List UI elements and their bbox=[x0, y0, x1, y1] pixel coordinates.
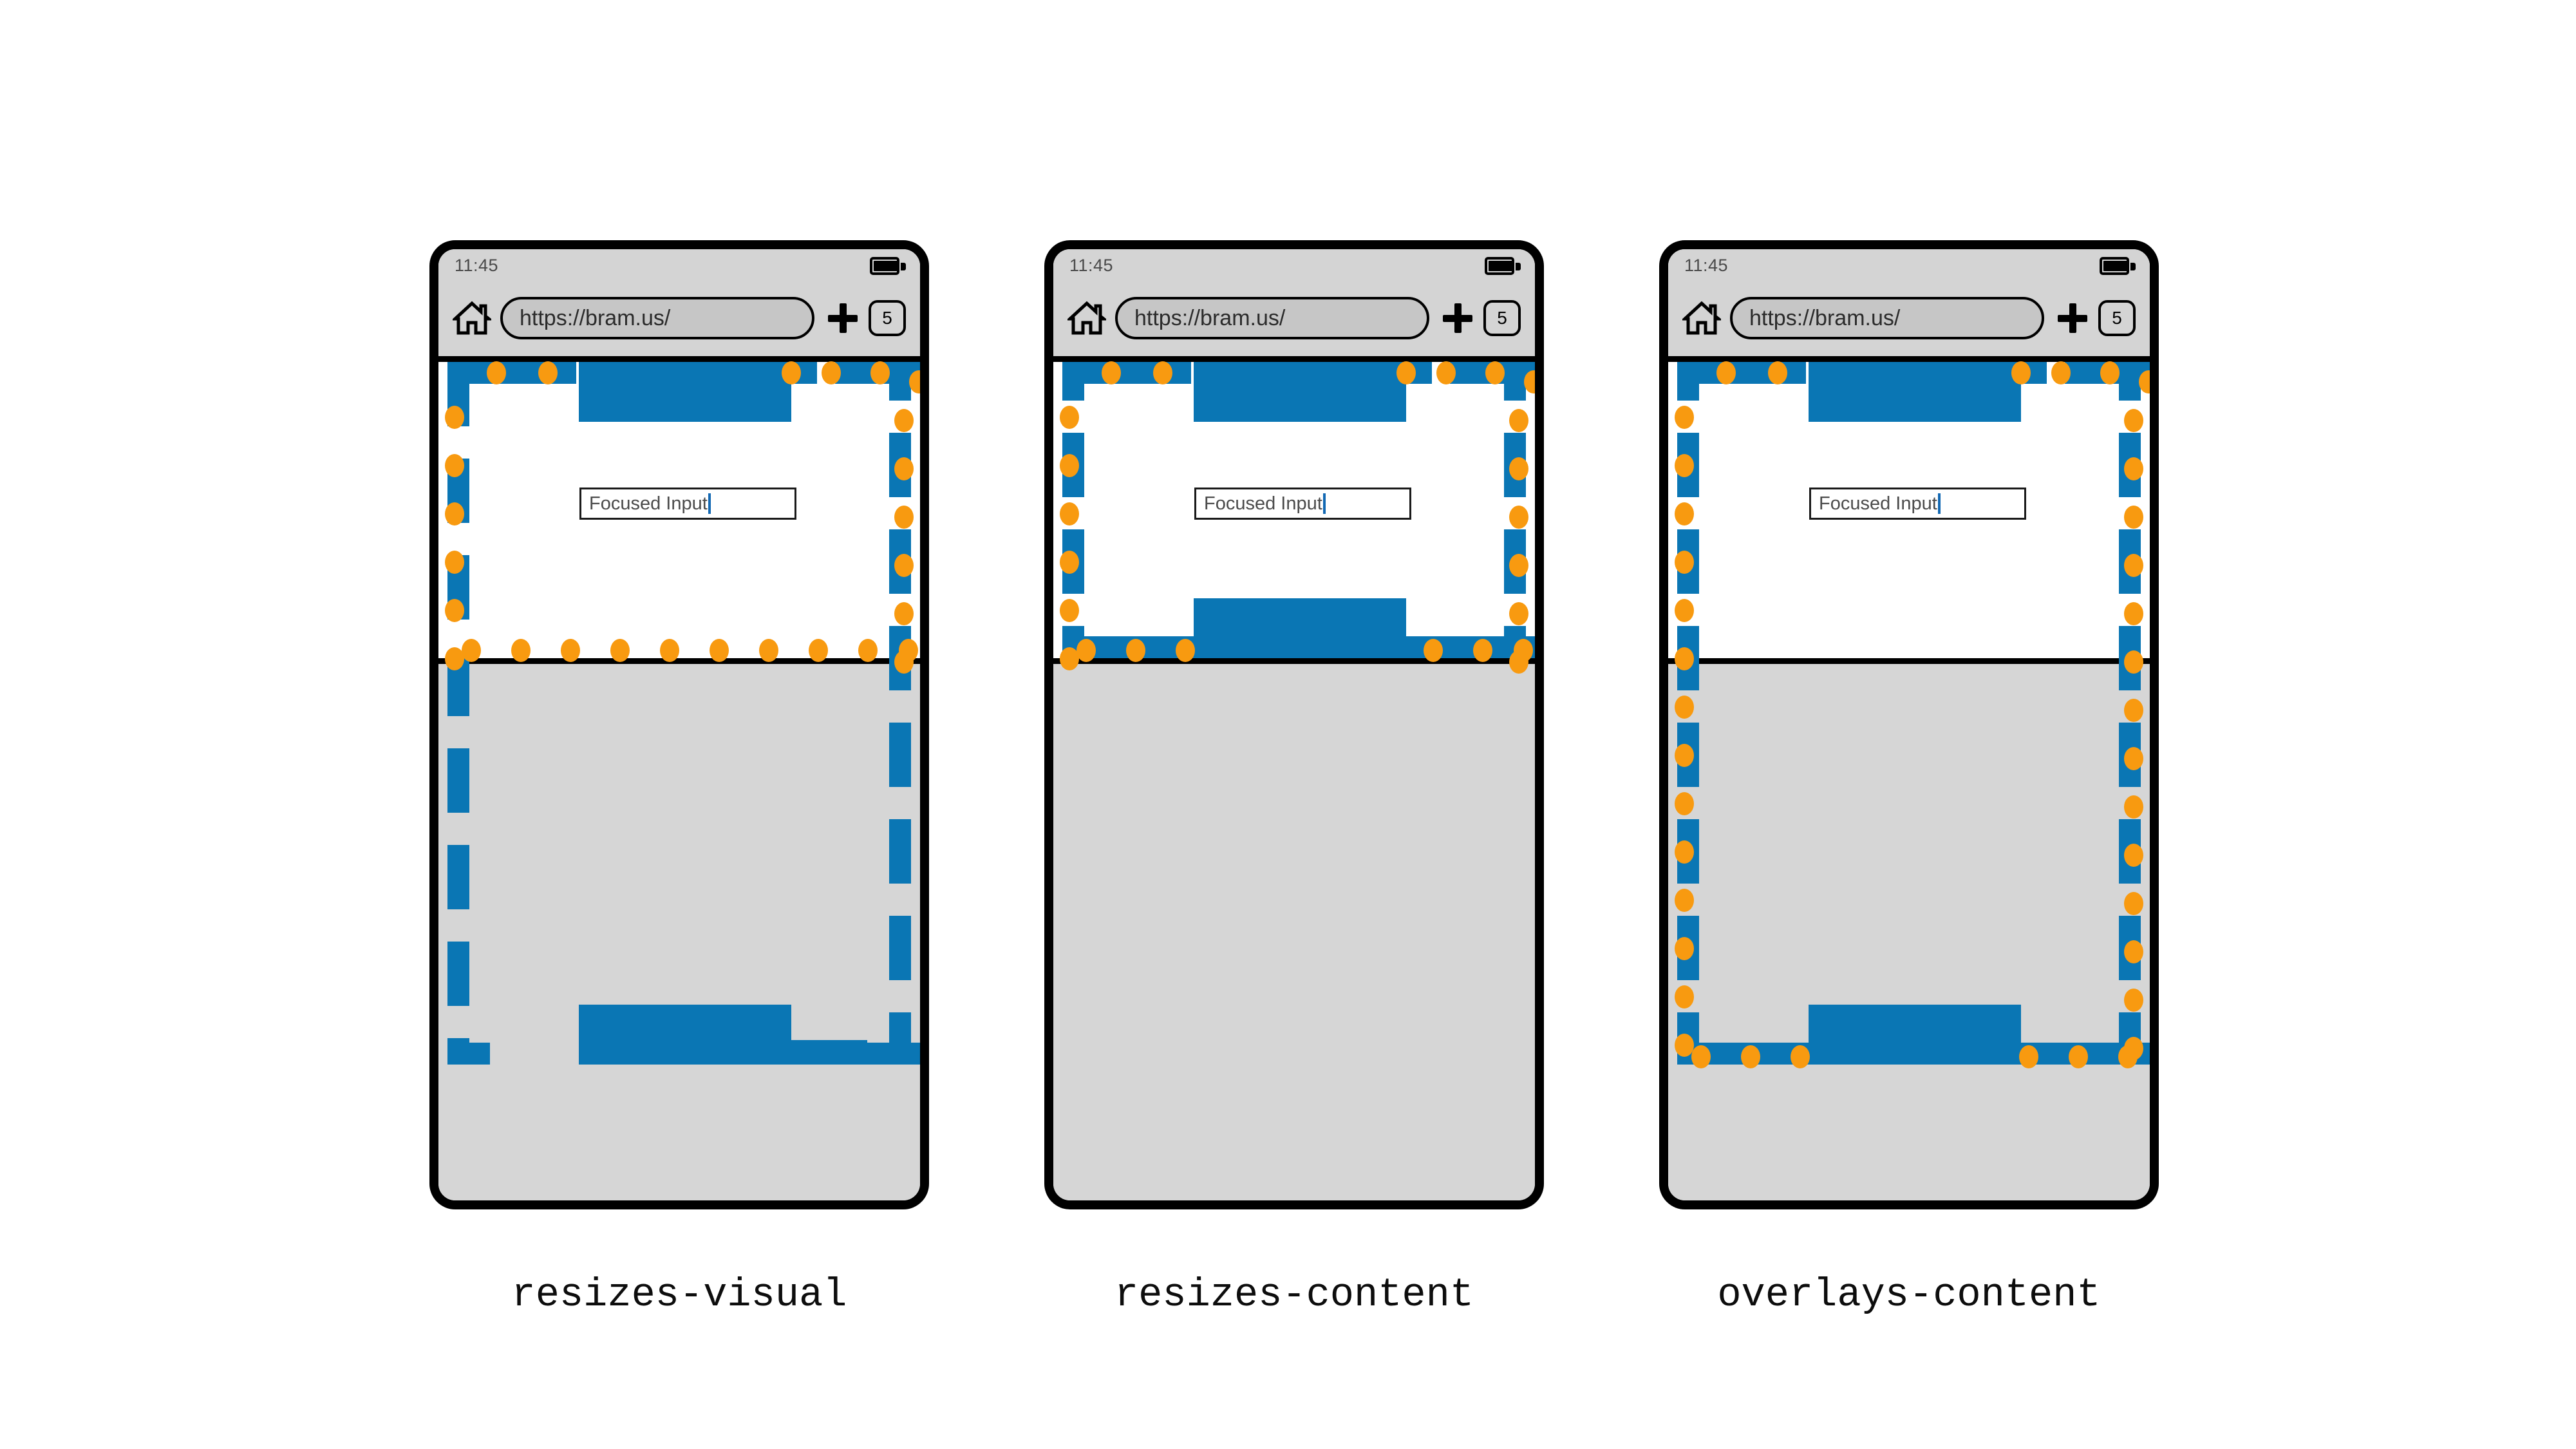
browser-chrome: 11:45 https://bram.us/ 5 bbox=[438, 249, 920, 362]
battery-nub bbox=[901, 263, 906, 270]
phone-resizes-content: 11:45 https://bram.us/ 5 bbox=[1044, 240, 1544, 1209]
home-icon[interactable] bbox=[1067, 299, 1106, 337]
battery-icon bbox=[870, 257, 906, 276]
phone-screen: 11:45 https://bram.us/ 5 bbox=[1668, 249, 2150, 1200]
plus-icon[interactable] bbox=[827, 303, 858, 334]
virtual-keyboard bbox=[438, 664, 920, 1072]
focused-input[interactable]: Focused Input bbox=[1809, 488, 2026, 520]
battery-fill bbox=[1489, 261, 1513, 271]
virtual-keyboard bbox=[1053, 664, 1535, 1072]
url-bar[interactable]: https://bram.us/ bbox=[500, 297, 814, 339]
url-text: https://bram.us/ bbox=[1749, 305, 1901, 330]
status-bar-time: 11:45 bbox=[455, 256, 499, 275]
focused-input-value: Focused Input bbox=[1819, 493, 1937, 514]
phone-resizes-visual: 11:45 https://bram.us/ 5 bbox=[429, 240, 929, 1209]
browser-toolbar: https://bram.us/ 5 bbox=[1053, 283, 1535, 354]
focused-input-value: Focused Input bbox=[589, 493, 708, 514]
browser-chrome: 11:45 https://bram.us/ 5 bbox=[1668, 249, 2150, 362]
battery-icon bbox=[1485, 257, 1521, 276]
phone-overlays-content: 11:45 https://bram.us/ 5 bbox=[1659, 240, 2159, 1209]
caption-resizes-visual: resizes-visual bbox=[511, 1272, 847, 1318]
status-bar-time: 11:45 bbox=[1069, 256, 1114, 275]
focused-input[interactable]: Focused Input bbox=[579, 488, 796, 520]
browser-toolbar: https://bram.us/ 5 bbox=[438, 283, 920, 354]
plus-icon[interactable] bbox=[2057, 303, 2088, 334]
focused-input[interactable]: Focused Input bbox=[1194, 488, 1411, 520]
battery-fill bbox=[2103, 261, 2128, 271]
url-text: https://bram.us/ bbox=[1134, 305, 1286, 330]
url-text: https://bram.us/ bbox=[520, 305, 671, 330]
url-bar[interactable]: https://bram.us/ bbox=[1115, 297, 1429, 339]
browser-toolbar: https://bram.us/ 5 bbox=[1668, 283, 2150, 354]
home-icon[interactable] bbox=[1682, 299, 1721, 337]
url-bar[interactable]: https://bram.us/ bbox=[1730, 297, 2044, 339]
caption-resizes-content: resizes-content bbox=[1114, 1272, 1474, 1318]
home-icon[interactable] bbox=[453, 299, 491, 337]
battery-nub bbox=[2130, 263, 2136, 270]
status-bar-time: 11:45 bbox=[1684, 256, 1729, 275]
plus-icon[interactable] bbox=[1442, 303, 1473, 334]
battery-nub bbox=[1516, 263, 1521, 270]
caption-overlays-content: overlays-content bbox=[1717, 1272, 2101, 1318]
phone-screen: 11:45 https://bram.us/ 5 bbox=[438, 249, 920, 1200]
text-caret-icon bbox=[708, 493, 711, 514]
tab-count-button[interactable]: 5 bbox=[869, 300, 906, 336]
virtual-keyboard bbox=[1668, 664, 2150, 1072]
text-caret-icon bbox=[1937, 493, 1941, 514]
focused-input-value: Focused Input bbox=[1204, 493, 1322, 514]
battery-icon bbox=[2100, 257, 2136, 276]
battery-fill bbox=[874, 261, 898, 271]
tab-count-button[interactable]: 5 bbox=[1483, 300, 1521, 336]
tab-count-button[interactable]: 5 bbox=[2098, 300, 2136, 336]
phone-screen: 11:45 https://bram.us/ 5 bbox=[1053, 249, 1535, 1200]
browser-chrome: 11:45 https://bram.us/ 5 bbox=[1053, 249, 1535, 362]
text-caret-icon bbox=[1322, 493, 1326, 514]
